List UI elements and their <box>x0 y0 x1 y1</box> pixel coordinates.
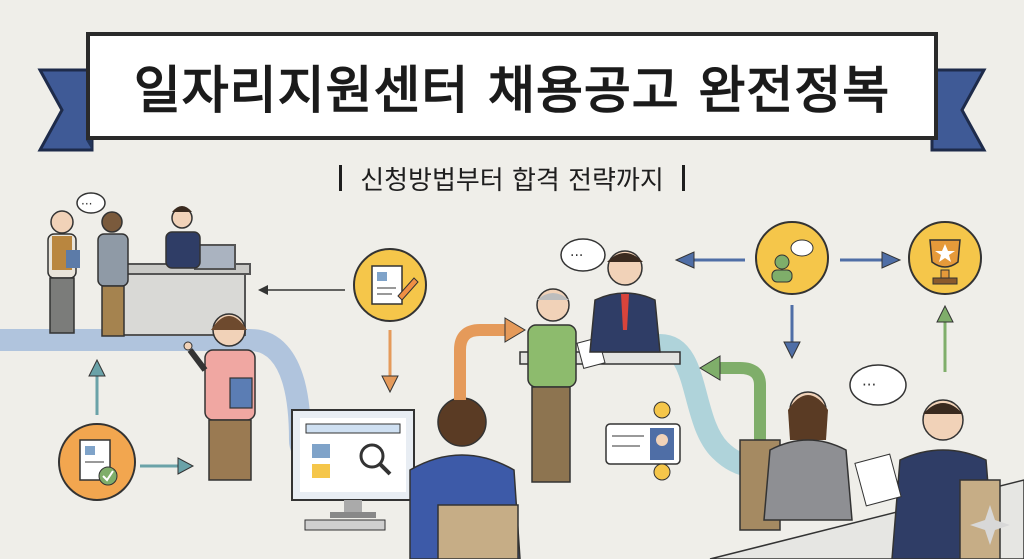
arrow-curve-orange <box>454 324 510 400</box>
svg-text:···: ··· <box>862 376 876 394</box>
document-pen-icon <box>353 248 427 322</box>
speech-bubble-interview <box>849 364 907 406</box>
profile-card-icon <box>605 401 681 481</box>
woman-presenting <box>183 313 256 481</box>
elderly-man-green <box>527 288 606 483</box>
subtitle-right-bar <box>681 165 685 191</box>
interview-woman <box>739 391 853 531</box>
subtitle-row: 신청방법부터 합격 전략까지 <box>262 158 762 198</box>
man-at-computer <box>409 397 521 559</box>
person-woman-back <box>97 211 129 337</box>
resume-check-icon <box>58 423 136 501</box>
search-screen-icon <box>291 409 415 531</box>
arrow-curve-green <box>715 362 766 440</box>
banner-ribbon-left <box>37 68 94 152</box>
person-elderly-man <box>47 210 80 334</box>
svg-text:···: ··· <box>81 197 92 211</box>
man-suit-counter <box>589 250 661 353</box>
speech-bubble-small <box>76 192 106 214</box>
svg-text:···: ··· <box>570 248 583 264</box>
person-staff-desk <box>165 206 201 269</box>
banner-ribbon-right <box>930 68 987 152</box>
user-chat-icon <box>755 221 829 295</box>
title-banner: 일자리지원센터 채용공고 완전정복 <box>86 32 938 140</box>
subtitle-text: 신청방법부터 합격 전략까지 <box>360 165 664 196</box>
trophy-icon <box>908 221 982 295</box>
speech-bubble-icon <box>560 238 606 272</box>
page-title: 일자리지원센터 채용공고 완전정복 <box>133 62 891 121</box>
sparkle-icon <box>970 505 1010 545</box>
subtitle-left-bar <box>339 165 343 191</box>
